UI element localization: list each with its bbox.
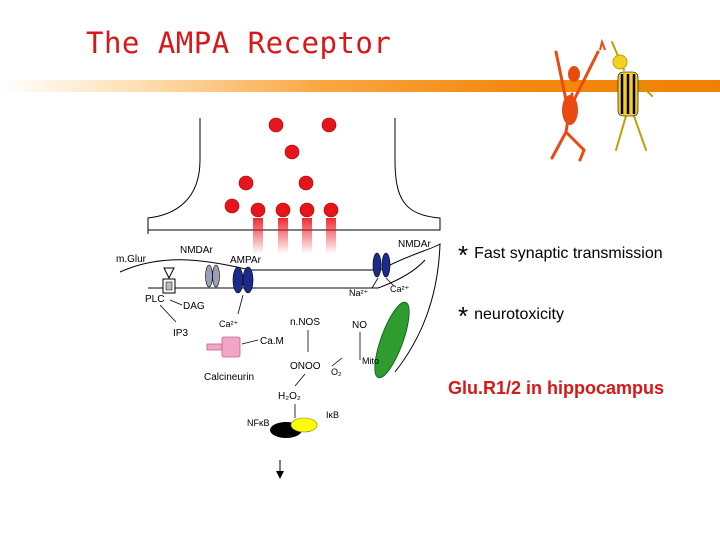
plc-to-dag-arrow bbox=[169, 299, 183, 306]
bullet-text: neurotoxicity bbox=[474, 306, 564, 323]
vesicle bbox=[238, 175, 254, 191]
ampar-label: AMPAr bbox=[230, 255, 262, 266]
nmdar-right-label: NMDAr bbox=[398, 239, 431, 250]
postsynaptic-inner-membrane bbox=[148, 259, 426, 289]
calcineurin-label: Calcineurin bbox=[204, 372, 254, 383]
mglur-label: m.Glur bbox=[116, 254, 147, 265]
hippocampus-note: Glu.R1/2 in hippocampus bbox=[448, 378, 665, 398]
vesicle bbox=[268, 117, 284, 133]
ampar-channel bbox=[232, 266, 254, 294]
o2-label: O₂ bbox=[331, 367, 342, 377]
plc-to-ip3-arrow bbox=[159, 304, 177, 323]
vesicle bbox=[284, 144, 300, 160]
vesicle bbox=[250, 202, 266, 218]
vesicle bbox=[275, 202, 291, 218]
ikb-molecule bbox=[290, 417, 318, 433]
nmdar-left-channel bbox=[205, 264, 220, 288]
vesicles bbox=[224, 117, 339, 218]
postsynaptic-membrane bbox=[119, 243, 441, 373]
vesicle bbox=[323, 202, 339, 218]
bullet-asterisk: * bbox=[458, 240, 469, 270]
na-label: Na²⁺ bbox=[349, 288, 369, 298]
onoo-label: ONOO bbox=[290, 361, 321, 372]
no-label: NO bbox=[352, 320, 367, 331]
mglur-receptor bbox=[162, 267, 176, 294]
ip3-label: IP3 bbox=[173, 328, 188, 339]
ca-right-label: Ca²⁺ bbox=[390, 284, 410, 294]
onoo-to-h2o2-arrow bbox=[294, 373, 306, 387]
vesicle bbox=[321, 117, 337, 133]
release-stream bbox=[302, 218, 312, 254]
vesicle bbox=[298, 175, 314, 191]
dag-label: DAG bbox=[183, 301, 205, 312]
bullet-fast-transmission: * Fast synaptic transmission bbox=[458, 240, 663, 271]
bullet-asterisk: * bbox=[458, 301, 469, 331]
bullet-text: Fast synaptic transmission bbox=[474, 245, 663, 262]
nmdar-to-ca-arrow bbox=[385, 277, 395, 287]
presynaptic-terminal bbox=[147, 118, 441, 231]
ampar-to-ca-arrow bbox=[237, 294, 244, 315]
cam-to-calcineurin-arrow bbox=[241, 339, 259, 345]
title-underline-bar bbox=[0, 80, 720, 92]
cam-label: Ca.M bbox=[260, 336, 284, 347]
calcineurin-block bbox=[206, 336, 241, 358]
release-stream bbox=[326, 218, 336, 254]
nmdar-to-na-arrow bbox=[371, 277, 379, 289]
vesicle bbox=[224, 198, 240, 214]
mitochondrion bbox=[374, 301, 410, 379]
nmdar-right-channel bbox=[372, 252, 391, 278]
dancing-figures-icon bbox=[550, 38, 653, 162]
o2-to-onoo-arrow bbox=[331, 357, 343, 367]
nmdar-left-label: NMDAr bbox=[180, 245, 213, 256]
h2o2-label: H₂O₂ bbox=[278, 391, 301, 402]
ca-left-label: Ca²⁺ bbox=[219, 319, 239, 329]
plc-label: PLC bbox=[145, 294, 164, 305]
bullet-neurotoxicity: * neurotoxicity bbox=[458, 301, 564, 332]
nfkb-label: NFκB bbox=[247, 418, 270, 428]
nnos-label: n.NOS bbox=[290, 317, 320, 328]
mito-label: Mito bbox=[362, 356, 379, 366]
release-stream bbox=[253, 218, 263, 254]
vesicle bbox=[299, 202, 315, 218]
release-stream bbox=[278, 218, 288, 254]
slide-title: The AMPA Receptor bbox=[86, 26, 392, 60]
ikb-label: IκB bbox=[326, 410, 339, 420]
